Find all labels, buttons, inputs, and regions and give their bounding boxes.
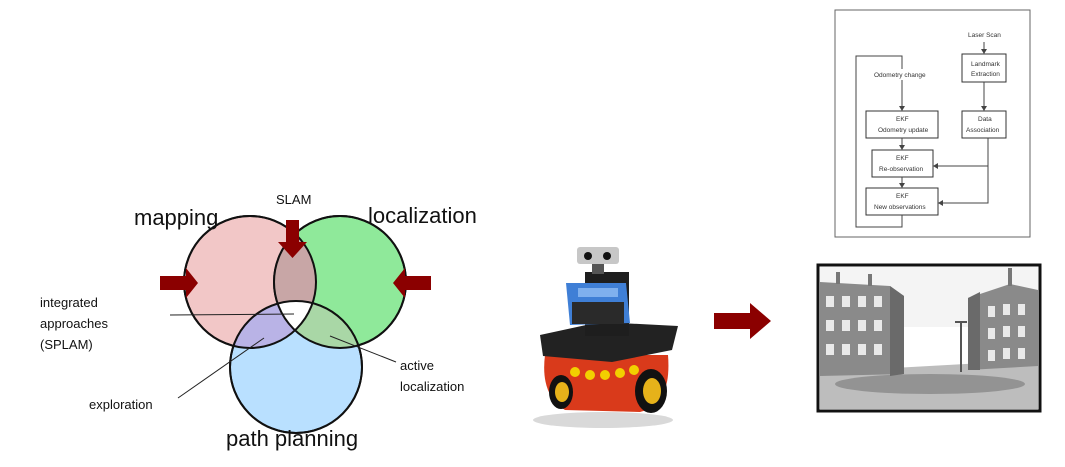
exploration-pointer-line (177, 337, 265, 399)
active-localization-pointer-line (329, 335, 397, 363)
left-building (820, 272, 904, 376)
ekf-new-observations-box (865, 187, 939, 216)
integrated-pointer-line (169, 313, 295, 316)
ekf-reobservation-label-2: Re-observation (879, 166, 923, 173)
transition-arrow (714, 303, 771, 339)
localization-arrow (393, 268, 431, 298)
laser-scan-label: Laser Scan (968, 32, 1001, 39)
integrated-label-line3: (SPLAM) (40, 337, 93, 352)
right-building (968, 268, 1038, 370)
data-association-box (961, 110, 1007, 139)
localization-pathplanning-overlap (274, 301, 362, 348)
robot-image (533, 247, 678, 428)
venn-diagram: mapping localization path planning SLAM … (40, 192, 477, 451)
slam-arrow (278, 220, 307, 258)
landmark-extraction-box (961, 53, 1007, 83)
3d-map-image (816, 263, 1042, 413)
path-planning-label: path planning (226, 426, 358, 451)
exploration-label: exploration (89, 397, 153, 412)
ekf-reobservation-label-1: EKF (896, 155, 909, 162)
active-localization-label-line2: localization (400, 379, 464, 394)
mapping-pathplanning-overlap (230, 301, 316, 348)
landmark-label-2: Extraction (971, 71, 1000, 78)
ekf-odometry-box (865, 110, 939, 139)
ekf-odometry-label-2: Odometry update (878, 127, 929, 134)
ekf-odometry-label-1: EKF (896, 116, 909, 123)
localization-label: localization (368, 203, 477, 228)
ekf-new-observations-label-2: New observations (874, 204, 926, 211)
data-association-label-2: Association (966, 127, 1000, 134)
slam-label: SLAM (276, 192, 311, 207)
odometry-change-label: Odometry change (874, 72, 926, 79)
mapping-label: mapping (134, 205, 218, 230)
integrated-label-line2: approaches (40, 316, 108, 331)
integrated-label-line1: integrated (40, 295, 98, 310)
data-association-label-1: Data (978, 116, 992, 123)
flowchart-connectors (855, 42, 989, 228)
ekf-flowchart: Laser Scan Landmark Extraction Odometry … (834, 9, 1031, 238)
robot-wheel-left (549, 375, 573, 409)
active-localization-label-line1: active (400, 358, 434, 373)
mapping-arrow (160, 268, 198, 298)
ekf-new-observations-label-1: EKF (896, 193, 909, 200)
landmark-label-1: Landmark (971, 61, 1001, 68)
robot-wheel-right (635, 369, 667, 413)
robot-lights (570, 365, 639, 380)
